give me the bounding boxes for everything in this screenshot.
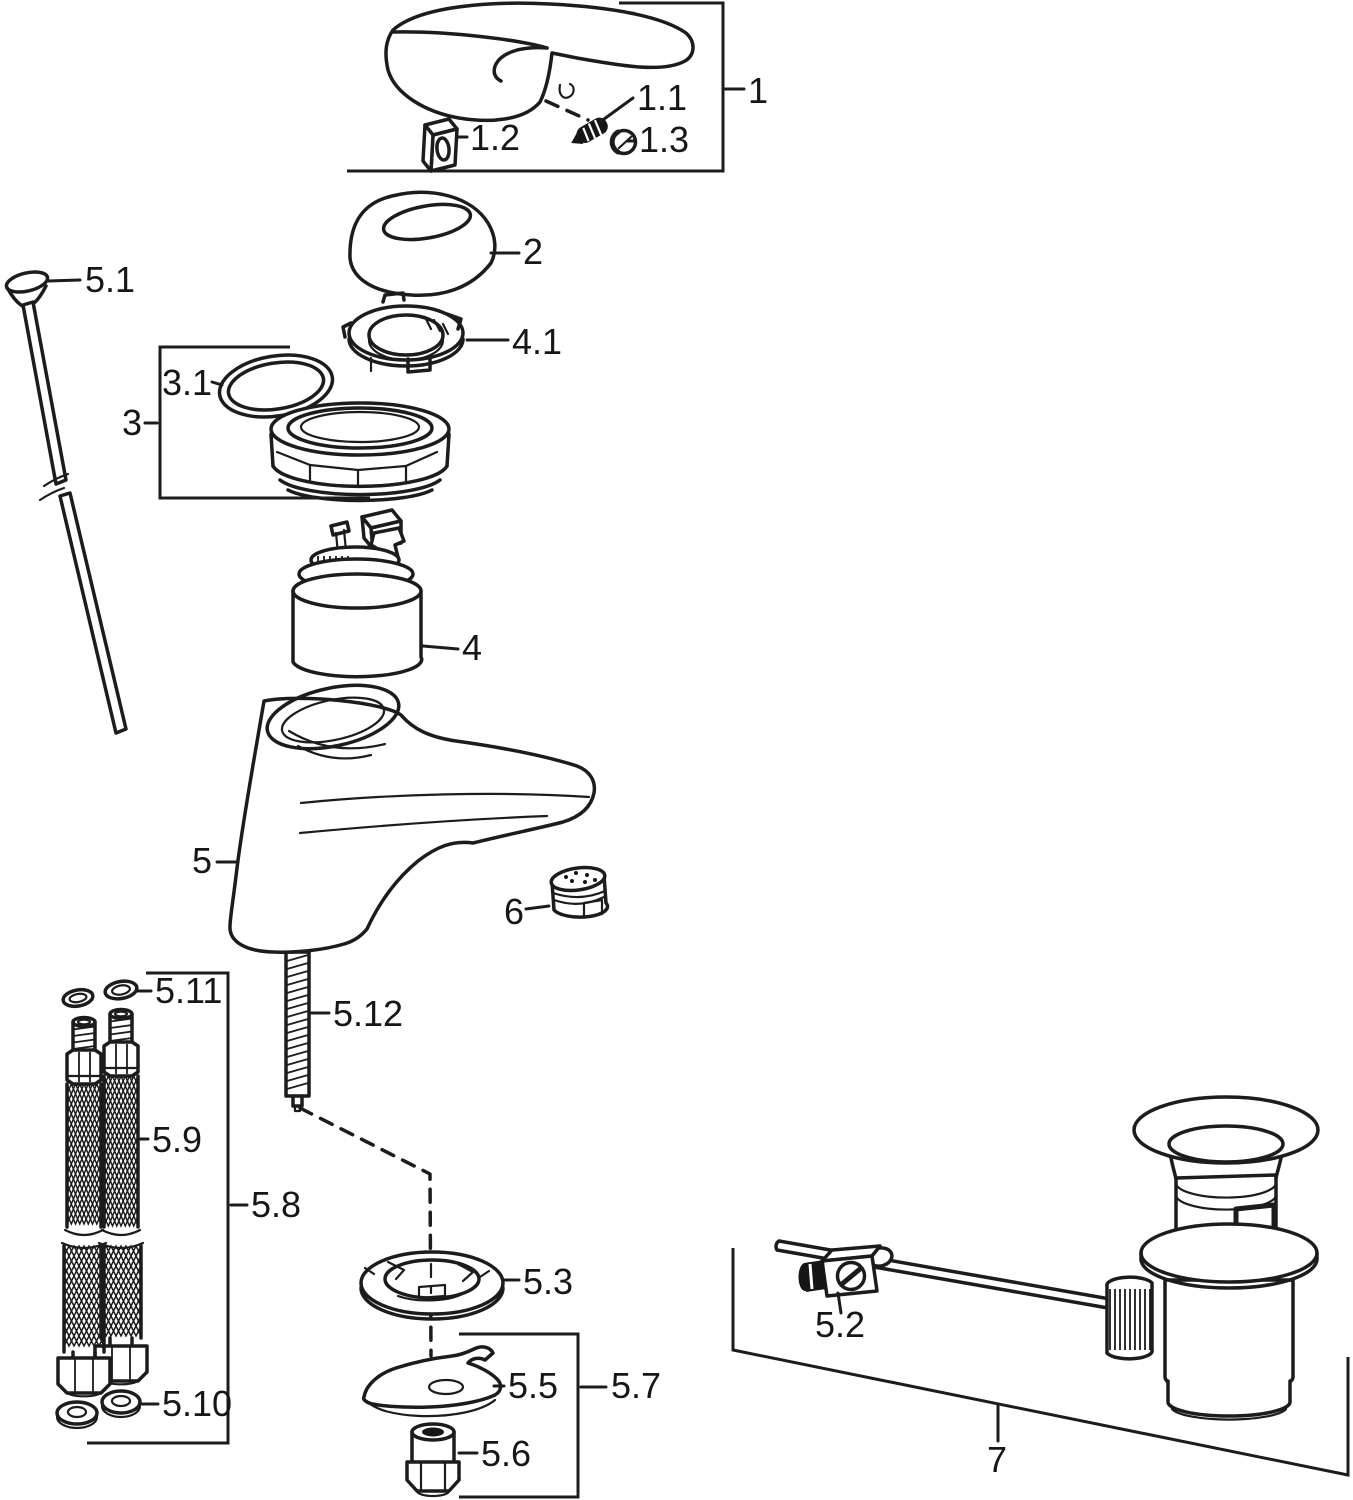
callout-5-3: 5.3: [523, 1261, 573, 1302]
callout-1-3: 1.3: [639, 119, 689, 160]
callout-5-8: 5.8: [251, 1184, 301, 1225]
group-bracket-5-8: [87, 971, 230, 1445]
drain-body: [1105, 1095, 1320, 1421]
callout-5-5: 5.5: [508, 1365, 558, 1406]
handle-plug: [421, 117, 459, 173]
callout-5-9: 5.9: [152, 1119, 202, 1160]
faucet-body: [228, 683, 597, 954]
callout-1-2: 1.2: [470, 117, 520, 158]
aerator-screen-dots: [564, 871, 597, 884]
callout-3: 3: [122, 402, 142, 443]
group-bracket-5-7: [459, 1332, 580, 1499]
callout-leaders: [46, 87, 1000, 1455]
mounting-nut: [405, 1422, 461, 1498]
threaded-stud: [284, 950, 311, 1113]
callout-5-1: 5.1: [85, 259, 135, 300]
callout-3-1: 3.1: [162, 362, 212, 403]
cartridge: [291, 508, 424, 679]
callout-4-1: 4.1: [512, 321, 562, 362]
callout-labels: 1 1.1 1.2 1.3 2 3 3.1 4 4.1 5 5.1 5.2 5.…: [85, 70, 1007, 1480]
aerator: [549, 865, 610, 919]
dome-cap: [348, 190, 497, 298]
callout-5: 5: [192, 840, 212, 881]
callout-5-10: 5.10: [162, 1383, 232, 1424]
supply-hose-left: [56, 1015, 112, 1398]
callout-5-2: 5.2: [815, 1304, 865, 1345]
callout-1: 1: [748, 70, 768, 111]
mounting-horseshoe-plate: [361, 1345, 503, 1418]
drain-assembly: [774, 1095, 1320, 1421]
handle-screw: [571, 117, 608, 145]
group-bracket-1: [347, 1, 725, 173]
group-bracket-7: [731, 1248, 1350, 1477]
callout-6: 6: [504, 891, 524, 932]
callout-5-7: 5.7: [611, 1365, 661, 1406]
collar-o-ring: [217, 353, 335, 419]
hose-o-rings: [61, 979, 139, 1009]
callout-5-6: 5.6: [481, 1433, 531, 1474]
callout-2: 2: [523, 231, 543, 272]
supply-hoses: [56, 1007, 149, 1398]
callout-7: 7: [987, 1439, 1007, 1480]
cartridge-lock-ring: [341, 291, 465, 374]
base-gasket-ring: [359, 1250, 505, 1321]
lever-handle: [384, 1, 695, 123]
callout-1-1: 1.1: [637, 77, 687, 118]
callout-4: 4: [462, 627, 482, 668]
callout-5-12: 5.12: [333, 993, 403, 1034]
group-bracket-3: [158, 345, 370, 500]
pop-up-rod: [4, 270, 128, 735]
mounting-collar: [269, 401, 451, 503]
rod-clamp: [798, 1244, 894, 1298]
washers: [55, 1389, 142, 1430]
callout-5-11: 5.11: [155, 970, 222, 1011]
